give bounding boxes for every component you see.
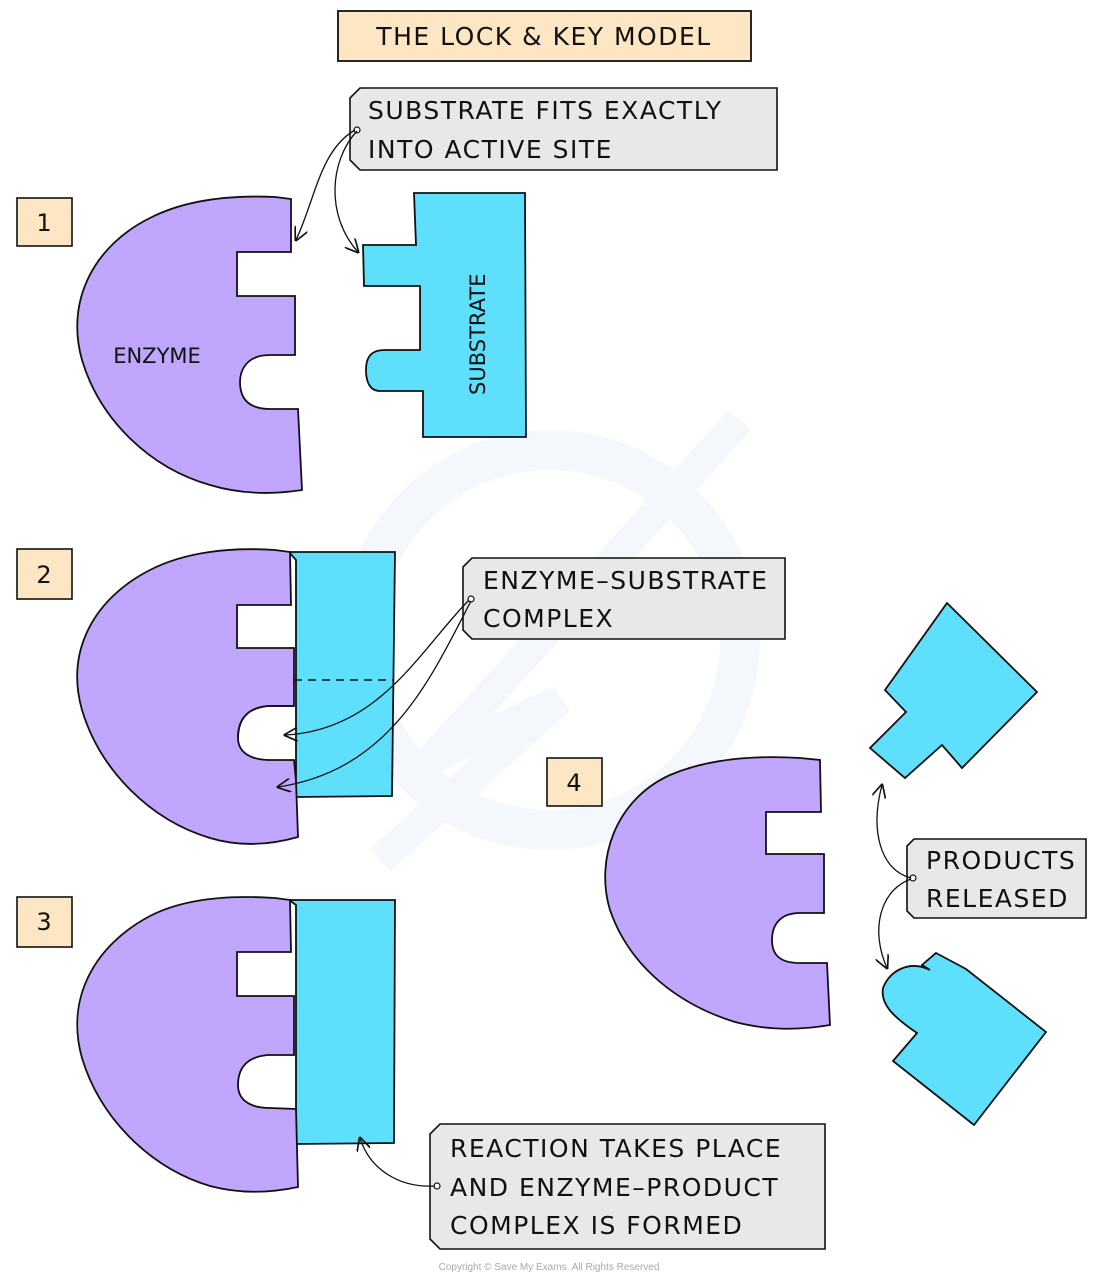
callout-enzyme-substrate-complex: ENZYME–SUBSTRATE COMPLEX [462,557,786,640]
step-number: 4 [566,769,581,797]
arrow-to-product-top [877,785,912,879]
step-4-badge: 4 [546,757,603,807]
enzyme-shape [76,896,299,1193]
callout-products-released: PRODUCTS RELEASED [906,838,1087,919]
step-3: 3 REACTION TAKES PLACE AND ENZYME–PRODUC… [16,896,826,1250]
substrate-shape [287,551,396,798]
step-2-badge: 2 [16,548,73,600]
arrow-to-active-site [296,129,356,240]
title-text: THE LOCK & KEY MODEL [375,22,711,51]
enzyme-shape [76,195,303,494]
step-number: 2 [36,561,51,589]
callout-text: RELEASED [926,884,1069,913]
step-2: 2 ENZYME–SUBSTRATE COMPLEX [16,548,786,845]
step-4: 4 PRODUCTS RELEASED [546,601,1087,1127]
callout-text: COMPLEX IS FORMED [450,1211,743,1240]
arrow-to-complex-upper [285,599,470,735]
substrate-shape [286,899,396,1145]
callout-text: ENZYME–SUBSTRATE [483,566,768,595]
arrow-to-enzyme-product [360,1138,436,1187]
substrate-label: SUBSTRATE [466,274,490,395]
title-box: THE LOCK & KEY MODEL [337,10,752,62]
callout-text: AND ENZYME–PRODUCT [450,1173,779,1202]
step-number: 1 [36,209,51,237]
copyright-text: Copyright © Save My Exams. All Rights Re… [439,1262,660,1273]
callout-text: COMPLEX [483,604,614,633]
substrate-inner-outline [237,705,294,739]
callout-text: REACTION TAKES PLACE [450,1134,782,1163]
callout-fits-exactly: SUBSTRATE FITS EXACTLY INTO ACTIVE SITE [349,87,778,171]
callout-reaction-takes-place: REACTION TAKES PLACE AND ENZYME–PRODUCT … [429,1123,826,1250]
substrate-shape [362,192,527,438]
enzyme-shape [76,548,299,845]
step-1: 1 ENZYME SUBSTRATE SUBSTRATE FITS EXACTL… [16,87,778,494]
arrow-to-complex-lower [278,600,472,787]
step-1-badge: 1 [16,197,73,247]
callout-text: PRODUCTS [926,846,1076,875]
step-number: 3 [36,908,51,936]
arrow-to-substrate [334,130,358,252]
arrow-to-product-bottom [879,878,912,968]
step-3-badge: 3 [16,896,73,948]
callout-text: SUBSTRATE FITS EXACTLY [368,96,723,125]
product-shape-bottom [881,951,1048,1127]
callout-text: INTO ACTIVE SITE [368,135,613,164]
enzyme-shape [604,756,831,1030]
enzyme-label: ENZYME [113,344,201,368]
product-shape-top [868,601,1039,780]
